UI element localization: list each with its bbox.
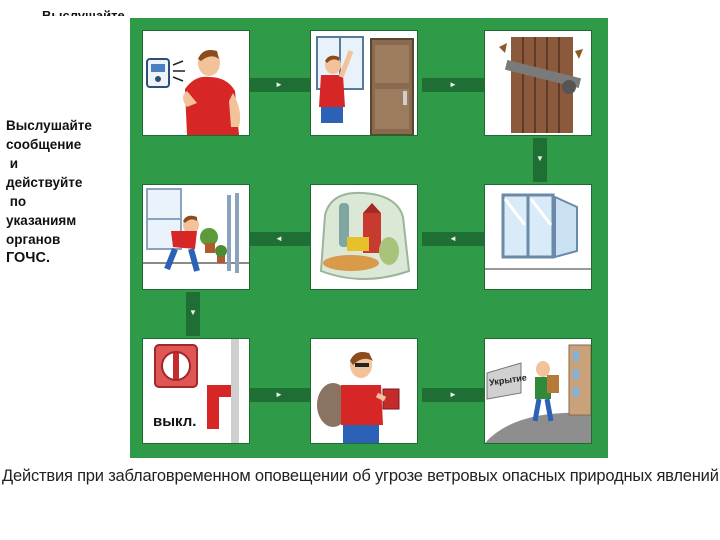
power-switch-icon <box>154 339 239 443</box>
balcony-icon <box>143 188 249 273</box>
instruction-line: указаниям <box>6 213 77 228</box>
panel-clear-balcony <box>142 184 250 290</box>
instruction-line: сообщение <box>6 137 82 152</box>
instruction-text: Выслушайте сообщение и действуйте по ука… <box>6 116 124 268</box>
boarded-door-icon <box>499 37 583 133</box>
arrow-right-icon: ► <box>275 390 283 399</box>
listen-radio-icon <box>146 50 241 135</box>
panel-go-shelter: Укрытие <box>484 338 592 444</box>
arrow-right-icon: ► <box>275 80 283 89</box>
documents-backpack-icon <box>317 352 400 443</box>
diagram-caption: Действия при заблаговременном оповещении… <box>2 467 720 485</box>
instruction-line: Выслушайте <box>6 118 92 133</box>
switch-off-label: выкл. <box>153 413 197 430</box>
panel-close-windows <box>310 30 418 136</box>
arrow-right-icon: ► <box>449 80 457 89</box>
top-clipped-text: Выслушайте <box>42 8 125 16</box>
arrow-down-icon: ▼ <box>189 308 197 317</box>
connector-right: ► <box>422 78 484 92</box>
arrow-right-icon: ► <box>449 390 457 399</box>
action-flow-board: ► ► ▼ ◄ ◄ ▼ ► ► <box>130 18 608 458</box>
panel-take-documents <box>310 338 418 444</box>
instruction-line: по <box>6 194 27 209</box>
connector-down: ▼ <box>533 138 547 182</box>
arrow-left-icon: ◄ <box>275 234 283 243</box>
panel-switch-off: выкл. <box>142 338 250 444</box>
connector-right: ► <box>248 78 310 92</box>
food-bag-icon <box>319 191 411 280</box>
instruction-line: и <box>6 156 19 171</box>
connector-left: ◄ <box>422 232 484 246</box>
panel-listen-radio <box>142 30 250 136</box>
connector-left: ◄ <box>248 232 310 246</box>
connector-down: ▼ <box>186 292 200 336</box>
arrow-left-icon: ◄ <box>449 234 457 243</box>
window-icon <box>485 193 591 270</box>
connector-right: ► <box>422 388 484 402</box>
panel-food-supplies <box>310 184 418 290</box>
panel-window-protect <box>484 184 592 290</box>
arrow-down-icon: ▼ <box>536 154 544 163</box>
connector-right: ► <box>248 388 310 402</box>
shelter-icon <box>485 344 591 443</box>
instruction-line: действуйте <box>6 175 83 190</box>
panel-board-up <box>484 30 592 136</box>
instruction-line: органов <box>6 232 61 247</box>
instruction-line: ГОЧС. <box>6 250 50 266</box>
close-window-icon <box>316 36 414 135</box>
